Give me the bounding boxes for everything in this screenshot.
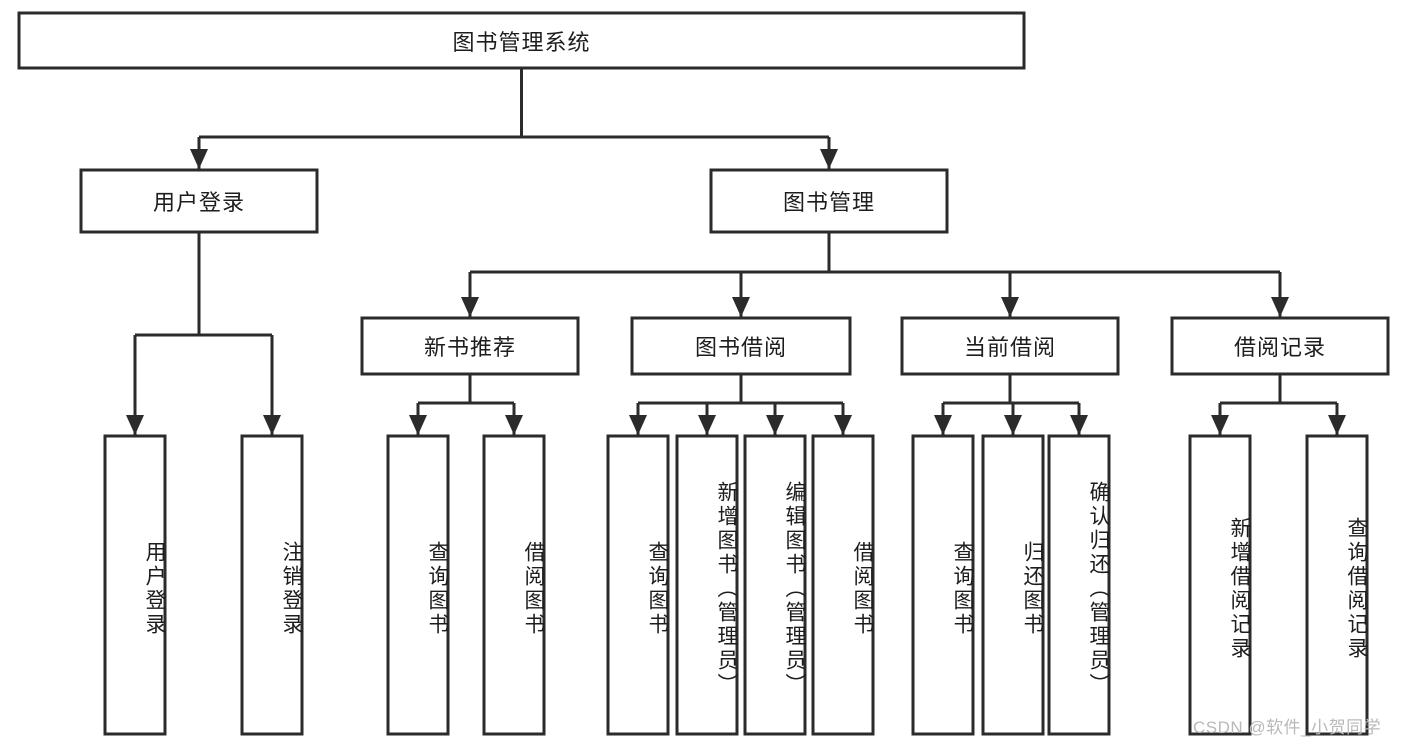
arrow-head bbox=[126, 415, 144, 435]
watermark: CSDN @软件_小贺同学 bbox=[1193, 718, 1382, 737]
level3-box[interactable] bbox=[1170, 316, 1390, 376]
arrow-head bbox=[766, 415, 784, 435]
leaf-box[interactable] bbox=[1047, 434, 1111, 736]
arrow-head bbox=[1004, 415, 1022, 435]
arrow-head bbox=[409, 415, 427, 435]
arrow-head bbox=[934, 415, 952, 435]
arrow-head bbox=[1271, 297, 1289, 317]
arrow-head bbox=[1001, 297, 1019, 317]
leaf-box[interactable] bbox=[103, 434, 167, 736]
arrow-head bbox=[263, 415, 281, 435]
node-boxes bbox=[17, 11, 1390, 736]
level2-box[interactable] bbox=[79, 168, 319, 234]
root-box[interactable] bbox=[17, 11, 1026, 70]
leaf-box[interactable] bbox=[482, 434, 546, 736]
leaf-box[interactable] bbox=[240, 434, 304, 736]
arrow-head bbox=[461, 297, 479, 317]
arrow-head bbox=[732, 297, 750, 317]
leaf-box[interactable] bbox=[675, 434, 739, 736]
level2-box[interactable] bbox=[709, 168, 949, 234]
level3-box[interactable] bbox=[900, 316, 1120, 376]
leaf-box[interactable] bbox=[811, 434, 875, 736]
connector-lines bbox=[126, 68, 1346, 435]
arrow-head bbox=[1211, 415, 1229, 435]
arrow-head bbox=[1070, 415, 1088, 435]
level3-box[interactable] bbox=[360, 316, 580, 376]
arrow-head bbox=[505, 415, 523, 435]
leaf-box[interactable] bbox=[1305, 434, 1369, 736]
arrow-head bbox=[629, 415, 647, 435]
arrow-head bbox=[190, 149, 208, 169]
arrow-head bbox=[698, 415, 716, 435]
leaf-box[interactable] bbox=[911, 434, 975, 736]
leaf-box[interactable] bbox=[743, 434, 807, 736]
level3-box[interactable] bbox=[630, 316, 852, 376]
arrow-head bbox=[1328, 415, 1346, 435]
leaf-box[interactable] bbox=[1188, 434, 1252, 736]
leaf-box[interactable] bbox=[981, 434, 1045, 736]
arrow-head bbox=[834, 415, 852, 435]
leaf-box[interactable] bbox=[606, 434, 670, 736]
leaf-box[interactable] bbox=[386, 434, 450, 736]
arrow-head bbox=[820, 149, 838, 169]
